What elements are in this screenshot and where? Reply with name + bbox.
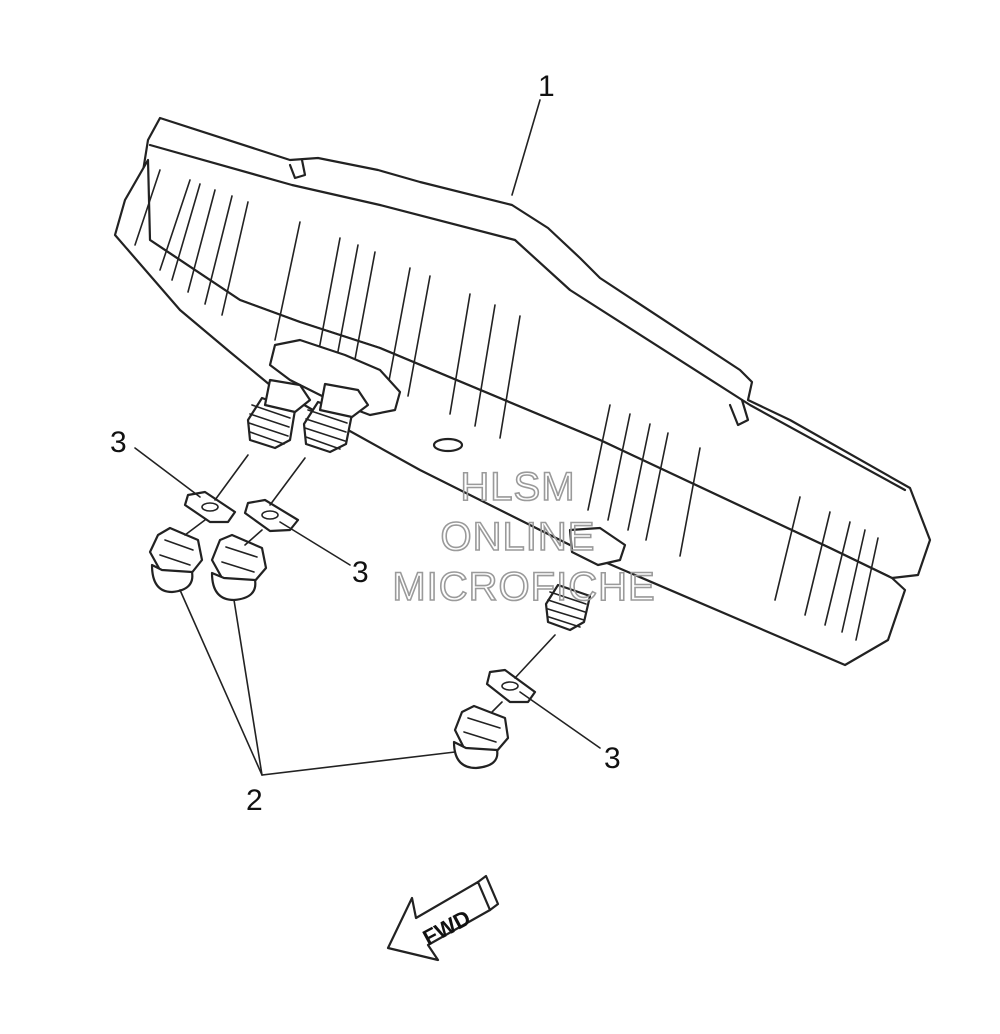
watermark-line-1: HLSM	[460, 465, 575, 509]
cap-nut-left	[148, 526, 204, 594]
watermark-line-3: MICROFICHE	[392, 565, 655, 609]
cap-nut-middle	[210, 533, 268, 602]
stud-left	[246, 378, 312, 450]
watermark: HLSM ONLINE MICROFICHE	[392, 464, 656, 610]
mount-boss-left	[268, 338, 402, 417]
cap-nut-right	[452, 704, 510, 770]
stud-middle	[302, 382, 370, 454]
callout-3-right: 3	[604, 742, 621, 775]
washer-middle	[243, 498, 300, 533]
callout-3-middle: 3	[352, 556, 369, 589]
housing-ribs	[134, 169, 879, 641]
leader-lines	[134, 99, 601, 776]
stud-right	[544, 583, 592, 632]
housing-notch	[288, 158, 307, 180]
housing-inner-rim	[148, 143, 907, 492]
meter-housing	[113, 116, 932, 667]
housing-notch-right	[728, 398, 750, 427]
callout-3-left: 3	[110, 426, 127, 459]
fwd-arrow-icon: FWD	[386, 874, 500, 962]
mount-boss-right	[568, 526, 627, 567]
callout-2: 2	[246, 784, 263, 817]
washer-left	[183, 490, 237, 524]
assembly-lines	[184, 454, 556, 713]
watermark-line-2: ONLINE	[441, 515, 596, 559]
housing-side-wall	[113, 158, 907, 667]
vent-hole	[432, 437, 464, 453]
callout-1: 1	[538, 70, 555, 103]
